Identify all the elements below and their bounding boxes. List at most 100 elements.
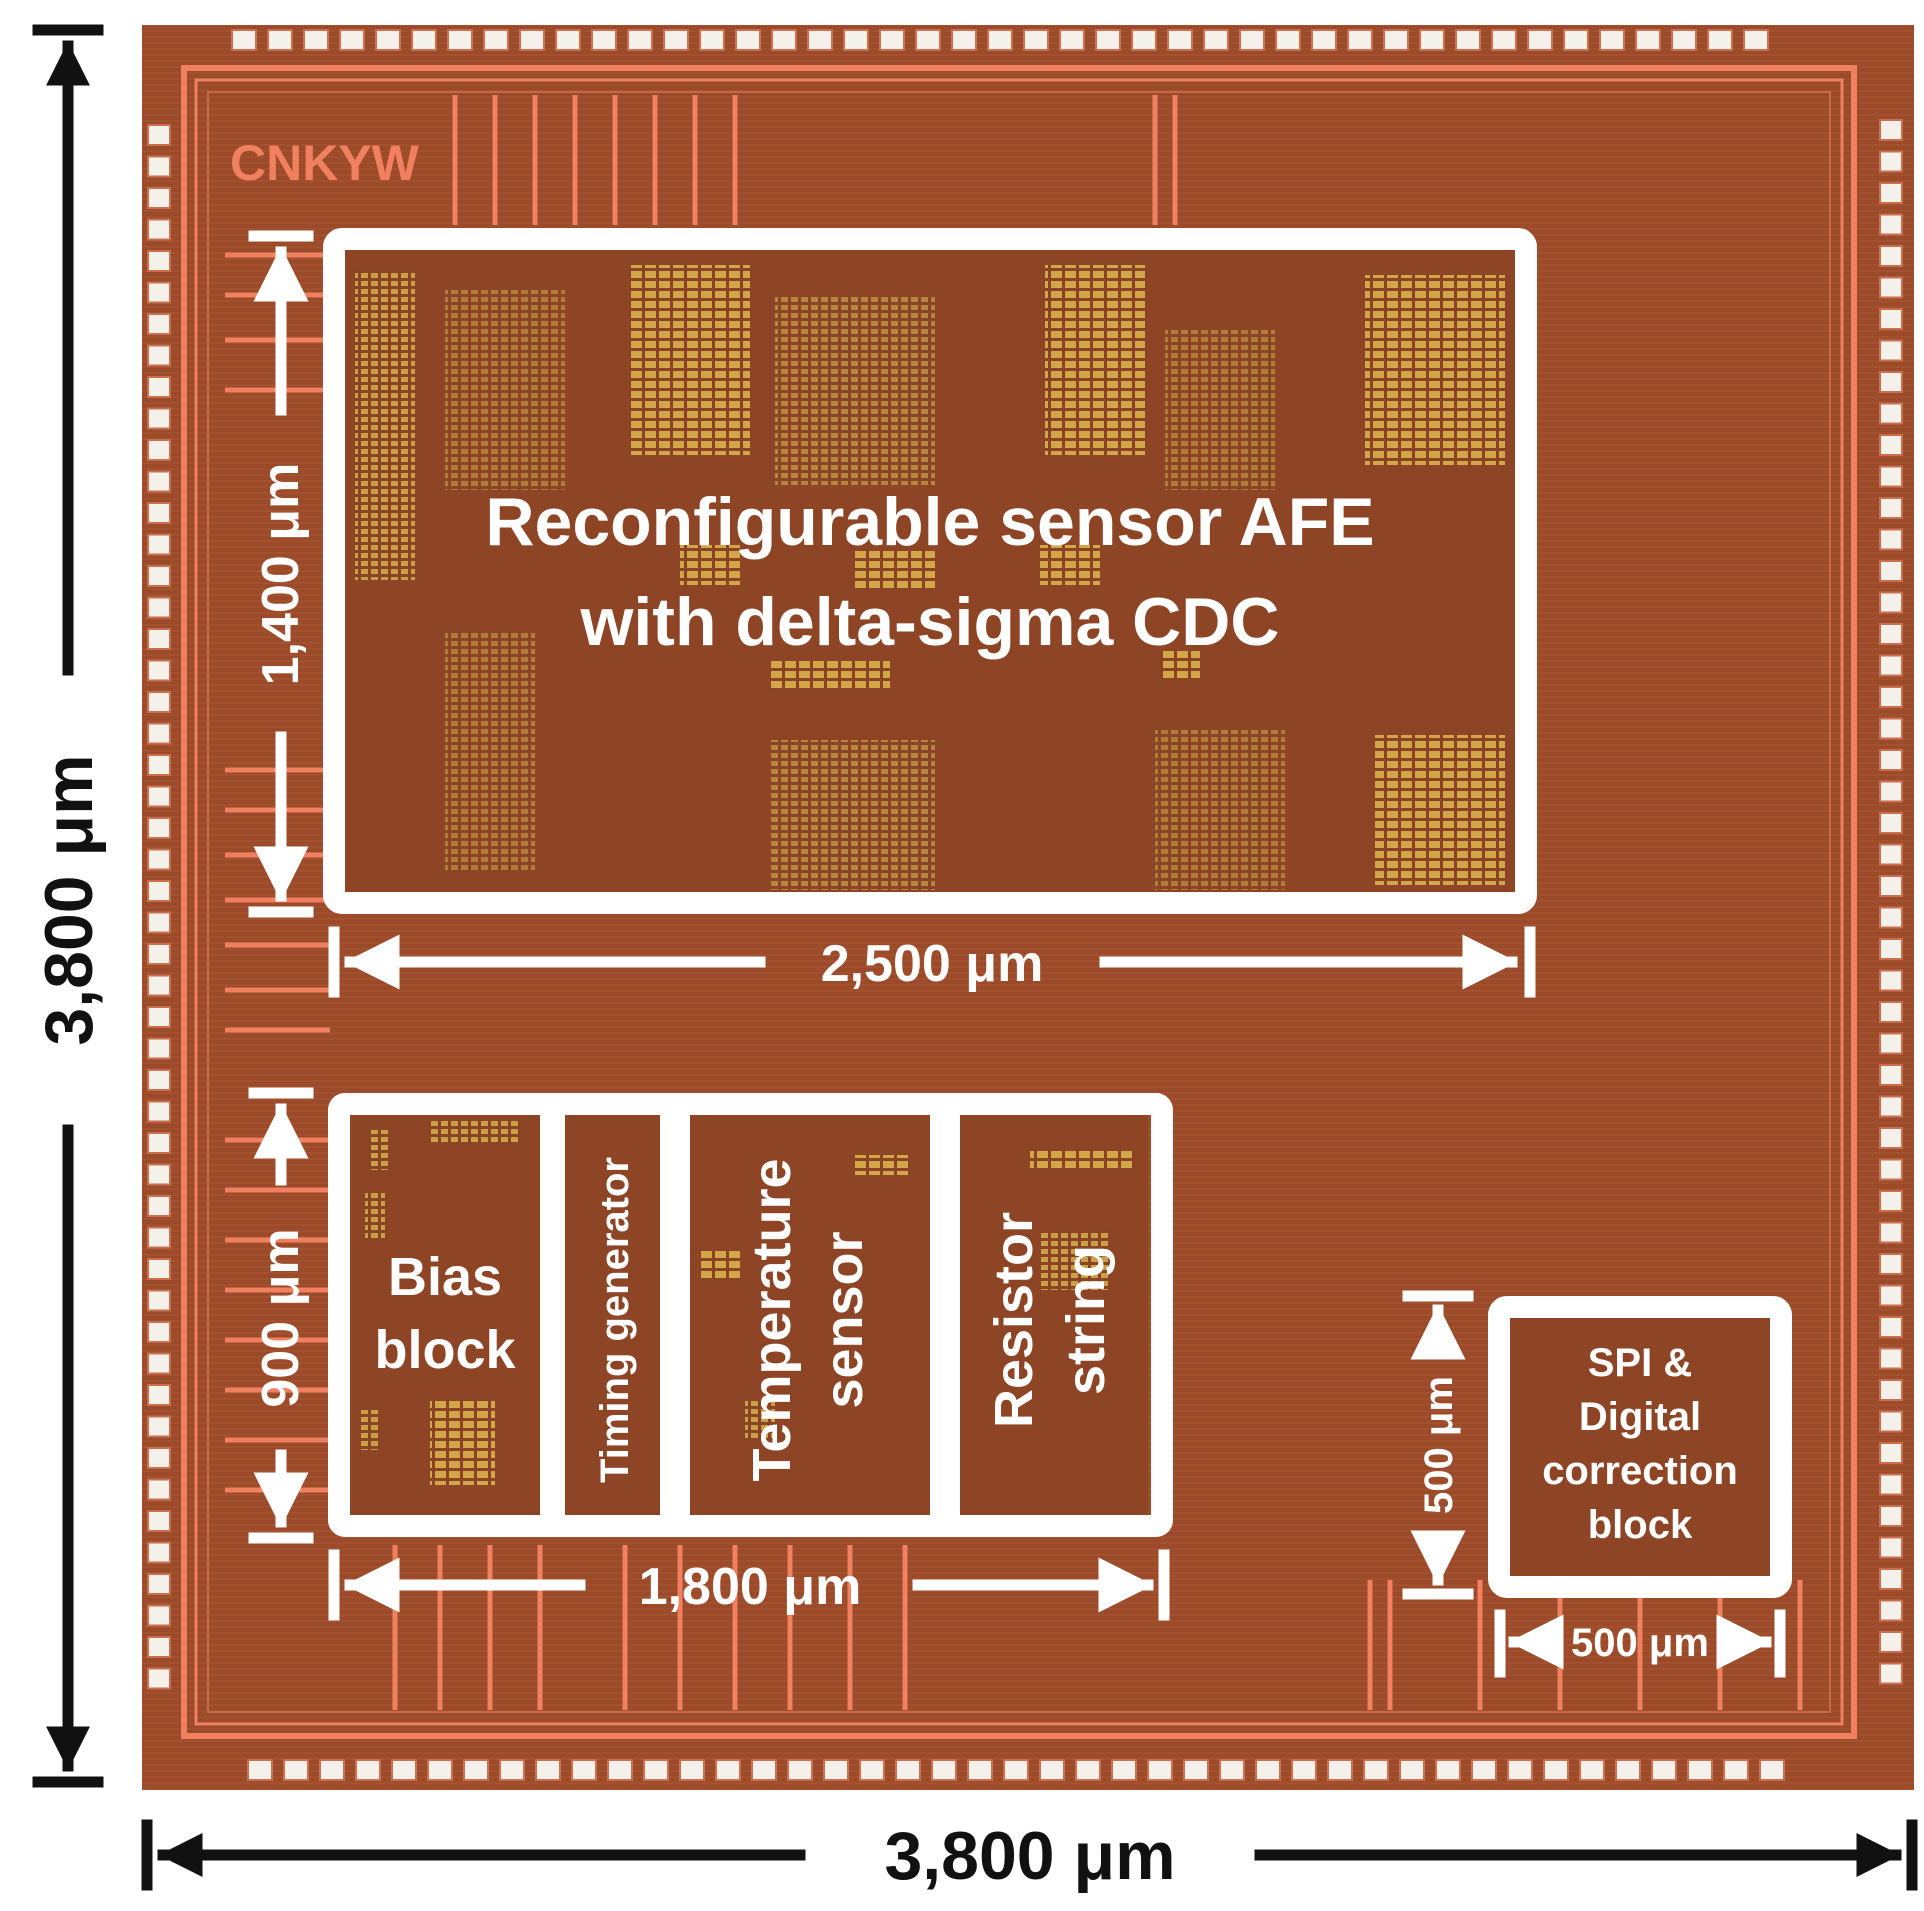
bond-pad	[1291, 1759, 1317, 1781]
bond-pad	[1879, 686, 1903, 708]
bond-pad	[879, 29, 905, 51]
bond-pad	[1879, 875, 1903, 897]
bond-pad	[1879, 843, 1903, 866]
bond-pad	[1879, 1032, 1903, 1055]
spi-label-line1: SPI &	[1588, 1341, 1692, 1385]
bond-pad	[715, 1759, 741, 1781]
bond-pad	[147, 1478, 171, 1501]
bond-pad	[1147, 1759, 1173, 1781]
bond-pad	[1879, 749, 1903, 771]
bond-pad	[147, 1384, 171, 1406]
temperature-label-line1: Temperature	[742, 1158, 802, 1481]
bond-pad	[1167, 29, 1193, 51]
bond-pad	[1879, 623, 1903, 645]
bond-pad	[1879, 1095, 1903, 1118]
bond-pad	[1879, 528, 1903, 551]
spi-width-label: 500 μm	[1571, 1621, 1709, 1665]
bond-pad	[643, 1759, 669, 1781]
bond-pad	[147, 565, 171, 587]
bond-pad	[1879, 119, 1903, 141]
bond-pad	[1239, 29, 1265, 51]
bond-pad	[147, 659, 171, 682]
bond-pad	[1879, 1284, 1903, 1307]
bond-pad	[1879, 1127, 1903, 1149]
bond-pad	[147, 1100, 171, 1123]
bond-pad	[1039, 1759, 1065, 1781]
bond-pad	[1491, 29, 1517, 51]
bond-pad	[147, 250, 171, 272]
bond-pad	[1203, 29, 1229, 51]
bond-pad	[147, 1352, 171, 1375]
bond-pad	[1183, 1759, 1209, 1781]
bias-label-line1: Bias	[388, 1247, 502, 1307]
bond-pad	[1879, 1442, 1903, 1464]
bond-pad	[1003, 1759, 1029, 1781]
bond-pad	[1879, 1410, 1903, 1433]
die-logo: CNKYW	[230, 135, 420, 191]
die-height-label: 3,800 μm	[31, 754, 107, 1045]
bond-pad	[375, 29, 401, 51]
bond-pad	[1879, 812, 1903, 834]
bond-pad	[147, 785, 171, 808]
bond-pad	[1879, 182, 1903, 204]
bond-pad	[147, 1510, 171, 1532]
bond-pad	[147, 817, 171, 839]
bond-pad	[1651, 1759, 1677, 1781]
analog-width-label: 1,800 μm	[639, 1558, 862, 1616]
bond-pad	[1879, 1473, 1903, 1496]
bond-pad	[1707, 29, 1733, 51]
bond-pad	[1879, 969, 1903, 992]
bond-pad	[1879, 1253, 1903, 1275]
spi-label-line3: correction	[1542, 1449, 1738, 1493]
bond-pad	[735, 29, 761, 51]
bond-pad	[1879, 591, 1903, 614]
bond-pad	[147, 407, 171, 430]
bond-pad	[1879, 245, 1903, 267]
bond-pad	[1347, 29, 1373, 51]
bond-pad	[535, 1759, 561, 1781]
bond-pad	[147, 848, 171, 871]
bond-pad	[1131, 29, 1157, 51]
bond-pad	[1579, 1759, 1605, 1781]
bond-pad	[147, 754, 171, 776]
bond-pad	[1879, 780, 1903, 803]
bond-pad	[1879, 308, 1903, 330]
bond-pad	[699, 29, 725, 51]
bond-pad	[319, 1759, 345, 1781]
bond-pad	[147, 1573, 171, 1595]
spi-outline	[1488, 1296, 1792, 1598]
bond-pad	[679, 1759, 705, 1781]
bond-pad	[571, 1759, 597, 1781]
bond-pad	[555, 29, 581, 51]
analog-outline	[328, 1093, 1173, 1537]
bond-pad	[1743, 29, 1769, 51]
bond-pad	[1879, 465, 1903, 488]
bond-pad	[483, 29, 509, 51]
bond-pad	[1879, 1568, 1903, 1590]
spi-label-line2: Digital	[1579, 1395, 1701, 1439]
bond-pad	[519, 29, 545, 51]
bond-pad	[147, 974, 171, 997]
spi-block-area	[1510, 1318, 1770, 1576]
bond-pad	[1419, 29, 1445, 51]
annotation-boxes	[323, 228, 1792, 1598]
timing-label: Timing generator	[593, 1157, 637, 1483]
bond-pad	[147, 1069, 171, 1091]
bond-pad	[147, 1447, 171, 1469]
bond-pad	[1435, 1759, 1461, 1781]
afe-width-label: 2,500 μm	[821, 935, 1044, 993]
bond-pad	[147, 1415, 171, 1438]
bond-pad	[1879, 1064, 1903, 1086]
bond-pad	[147, 124, 171, 146]
bond-pad	[147, 628, 171, 650]
bond-pad	[1671, 29, 1697, 51]
spi-label-line4: block	[1588, 1503, 1693, 1547]
bond-pads	[147, 29, 1903, 1781]
temperature-label-line2: sensor	[814, 1231, 874, 1408]
bond-pad	[1687, 1759, 1713, 1781]
bond-pad	[1723, 1759, 1749, 1781]
bond-pad	[1635, 29, 1661, 51]
bond-pad	[1879, 1599, 1903, 1622]
bond-pad	[591, 29, 617, 51]
bond-pad	[147, 470, 171, 493]
